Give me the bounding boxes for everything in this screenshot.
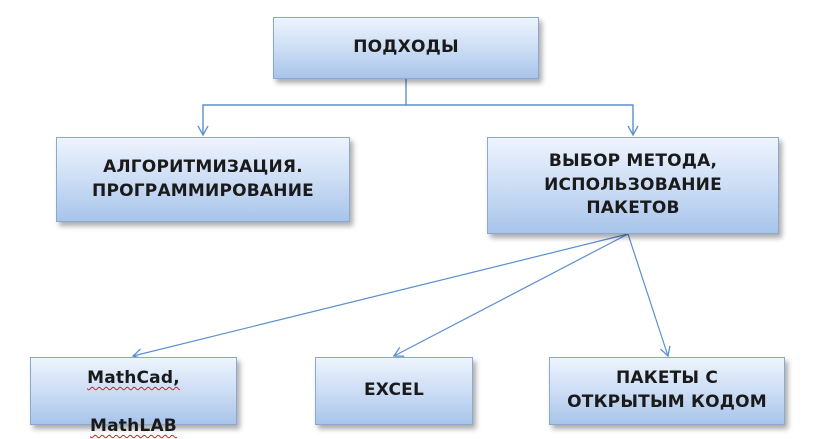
connector-root-to-method [406, 104, 639, 137]
node-approaches-label: ПОДХОДЫ [353, 37, 459, 58]
connector-root-to-algo [197, 79, 407, 137]
node-mathcad: MathCad, MathLAB [30, 357, 237, 436]
node-open-source-packages: ПАКЕТЫ С ОТКРЫТЫМ КОДОМ [549, 357, 785, 425]
connector-method-to-opensource [627, 233, 671, 358]
connector-method-to-excel [392, 233, 629, 357]
node-approaches: ПОДХОДЫ [273, 17, 539, 79]
node-algorithmization: АЛГОРИТМИЗАЦИЯ. ПРОГРАММИРОВАНИЕ [56, 137, 350, 222]
connector-method-to-mathcad [131, 233, 629, 360]
node-algorithmization-label: АЛГОРИТМИЗАЦИЯ. ПРОГРАММИРОВАНИЕ [92, 156, 314, 201]
mathlab-text: MathLAB [90, 415, 177, 436]
node-method-choice: ВЫБОР МЕТОДА, ИСПОЛЬЗОВАНИЕ ПАКЕТОВ [487, 137, 779, 234]
node-open-source-packages-label: ПАКЕТЫ С ОТКРЫТЫМ КОДОМ [567, 368, 767, 412]
node-excel: EXCEL [315, 357, 473, 425]
mathcad-text: MathCad, [87, 368, 180, 389]
node-excel-label: EXCEL [363, 380, 425, 401]
node-mathcad-label: MathCad, MathLAB [87, 343, 180, 438]
node-method-choice-label: ВЫБОР МЕТОДА, ИСПОЛЬЗОВАНИЕ ПАКЕТОВ [544, 150, 722, 219]
